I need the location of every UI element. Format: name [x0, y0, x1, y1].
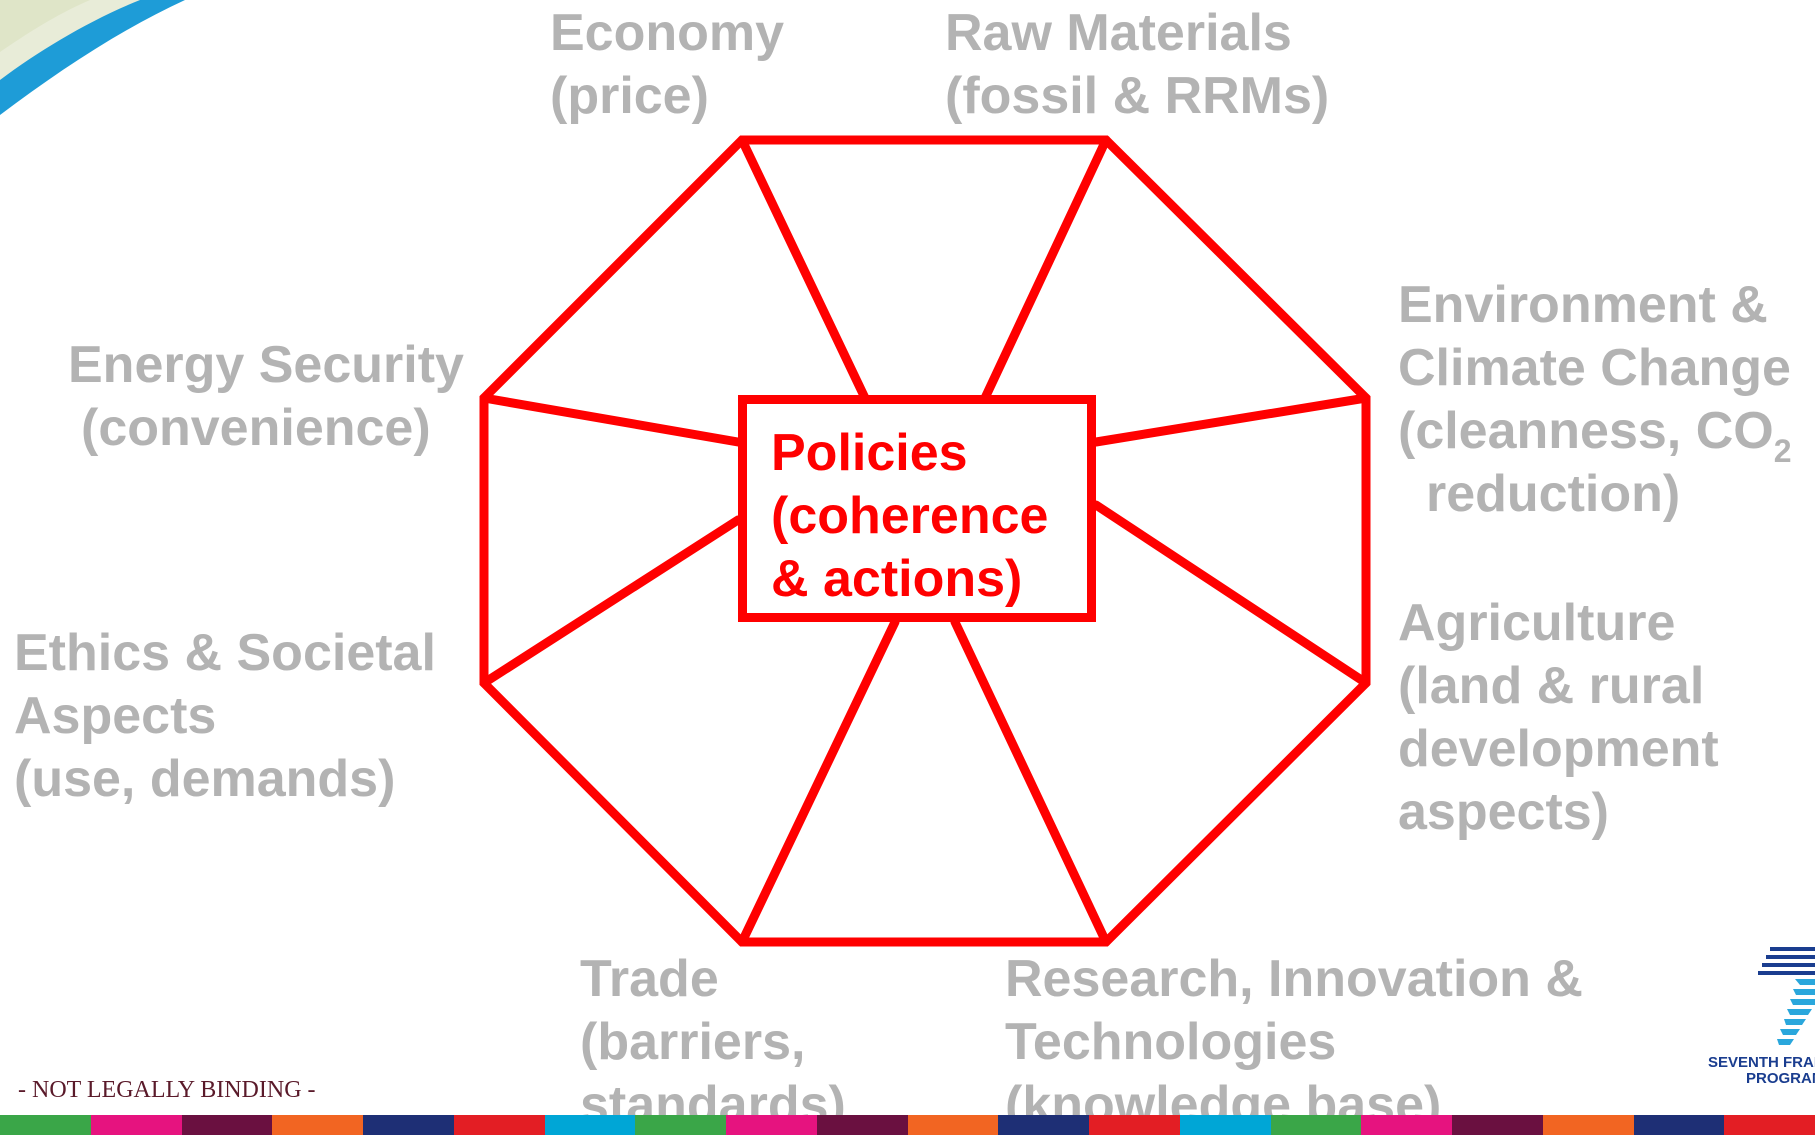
corner-swoosh-decoration — [0, 0, 185, 115]
spoke-ethics — [479, 515, 743, 688]
spoke-energy — [479, 393, 743, 447]
bottom-bar-segment — [1179, 1115, 1271, 1135]
bottom-bar-segment — [544, 1115, 636, 1135]
bottom-bar-segment — [1633, 1115, 1725, 1135]
label-agriculture-sub-1: (land & rural — [1398, 657, 1705, 715]
label-trade-sub-1: (barriers, — [580, 1013, 806, 1071]
label-ethics-title: Ethics & Societal — [14, 624, 436, 682]
co2-subscript: 2 — [1773, 433, 1792, 469]
disclaimer-text: - NOT LEGALLY BINDING - — [18, 1077, 316, 1103]
bottom-bar-segment — [1724, 1115, 1815, 1135]
bottom-bar-segment — [816, 1115, 908, 1135]
label-research: Research, Innovation & Technologies (kno… — [1005, 948, 1583, 1137]
bottom-bar-segment — [363, 1115, 454, 1135]
label-environment: Environment & Climate Change (cleanness,… — [1398, 274, 1792, 526]
label-environment-sub-2: reduction) — [1426, 465, 1681, 523]
label-research-title-2: Technologies — [1005, 1013, 1337, 1071]
bottom-bar-segment — [1089, 1115, 1180, 1135]
bottom-bar-segment — [453, 1115, 545, 1135]
label-agriculture-sub-3: aspects) — [1398, 783, 1609, 841]
center-line-2: (coherence — [771, 487, 1049, 545]
fp7-logo: SEVENTH FRAMEWORK PROGRAMME — [1708, 947, 1815, 1087]
label-economy-title: Economy — [550, 4, 785, 62]
spoke-economy — [737, 135, 870, 403]
bottom-bar-segment — [181, 1115, 273, 1135]
label-energy-sub: (convenience) — [81, 399, 431, 457]
label-trade: Trade (barriers, standards) — [580, 948, 846, 1137]
label-economy-sub: (price) — [550, 67, 709, 125]
bottom-bar-segment — [1361, 1115, 1452, 1135]
logo-text-1: SEVENTH FRAMEWORK — [1708, 1054, 1815, 1071]
label-energy-title: Energy Security — [68, 336, 464, 394]
bottom-bar-segment — [1542, 1115, 1634, 1135]
center-line-1: Policies — [771, 424, 968, 482]
bottom-bar-segment — [726, 1115, 817, 1135]
label-raw-materials-title: Raw Materials — [945, 4, 1292, 62]
bottom-bar-segment — [998, 1115, 1089, 1135]
label-raw-materials: Raw Materials (fossil & RRMs) — [945, 2, 1329, 128]
bottom-bar-segment — [1270, 1115, 1362, 1135]
label-ethics-sub: (use, demands) — [14, 750, 396, 808]
bottom-color-bar — [0, 1115, 1815, 1135]
label-agriculture-title: Agriculture — [1398, 594, 1676, 652]
label-energy-security: Energy Security (convenience) — [68, 334, 464, 460]
label-raw-materials-sub: (fossil & RRMs) — [945, 67, 1330, 125]
label-ethics-title-2: Aspects — [14, 687, 217, 745]
label-environment-title: Environment & — [1398, 276, 1768, 334]
label-environment-title-2: Climate Change — [1398, 339, 1791, 397]
label-agriculture-sub-2: development — [1398, 720, 1719, 778]
label-trade-title: Trade — [580, 950, 719, 1008]
label-economy: Economy (price) — [550, 2, 784, 128]
bottom-bar-segment — [90, 1115, 182, 1135]
label-agriculture: Agriculture (land & rural development as… — [1398, 592, 1719, 844]
spoke-trade — [737, 617, 900, 947]
bottom-bar-segment — [635, 1115, 726, 1135]
spoke-raw-materials — [980, 135, 1111, 403]
label-research-title: Research, Innovation & — [1005, 950, 1583, 1008]
spoke-agriculture — [1091, 500, 1371, 688]
center-policies-box: Policies (coherence & actions) — [738, 395, 1096, 622]
bottom-bar-segment — [0, 1115, 91, 1135]
label-environment-sub-text: (cleanness, CO — [1398, 402, 1774, 460]
bottom-bar-segment — [907, 1115, 999, 1135]
bottom-bar-segment — [1452, 1115, 1543, 1135]
bottom-bar-segment — [272, 1115, 363, 1135]
spoke-environment — [1091, 393, 1371, 447]
label-ethics: Ethics & Societal Aspects (use, demands) — [14, 622, 436, 811]
label-environment-sub: (cleanness, CO2 — [1398, 400, 1792, 467]
center-line-3: & actions) — [771, 550, 1023, 608]
spoke-research — [950, 617, 1111, 947]
logo-text-2: PROGRAMME — [1746, 1070, 1815, 1087]
